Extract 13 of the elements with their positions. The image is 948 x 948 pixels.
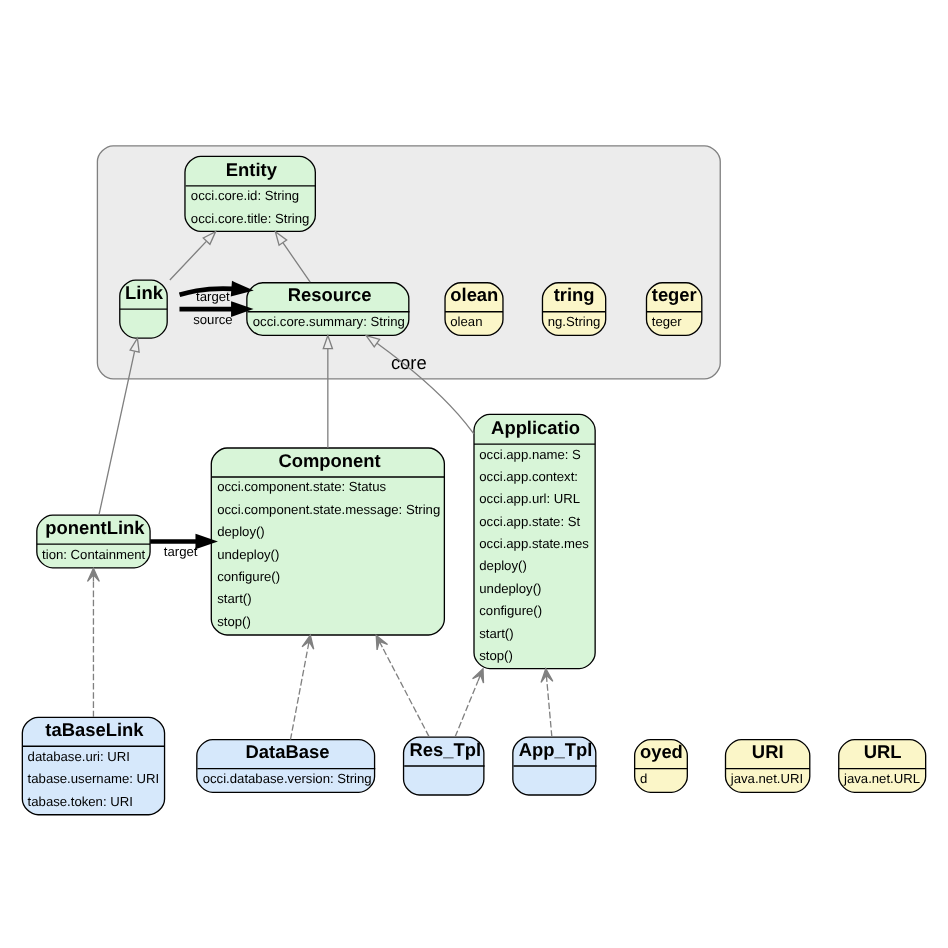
- arrow: [178, 279, 254, 296]
- arrow: [179, 300, 254, 316]
- arrow: [375, 633, 430, 737]
- arrow: [289, 633, 315, 740]
- arrow: [540, 667, 554, 737]
- arrow: [364, 333, 475, 434]
- arrow: [86, 566, 101, 717]
- arrow: [98, 335, 140, 515]
- arrow: [454, 667, 485, 737]
- arrow: [169, 229, 217, 280]
- arrow: [274, 229, 311, 282]
- arrow: [322, 332, 334, 448]
- arrow: [150, 532, 218, 549]
